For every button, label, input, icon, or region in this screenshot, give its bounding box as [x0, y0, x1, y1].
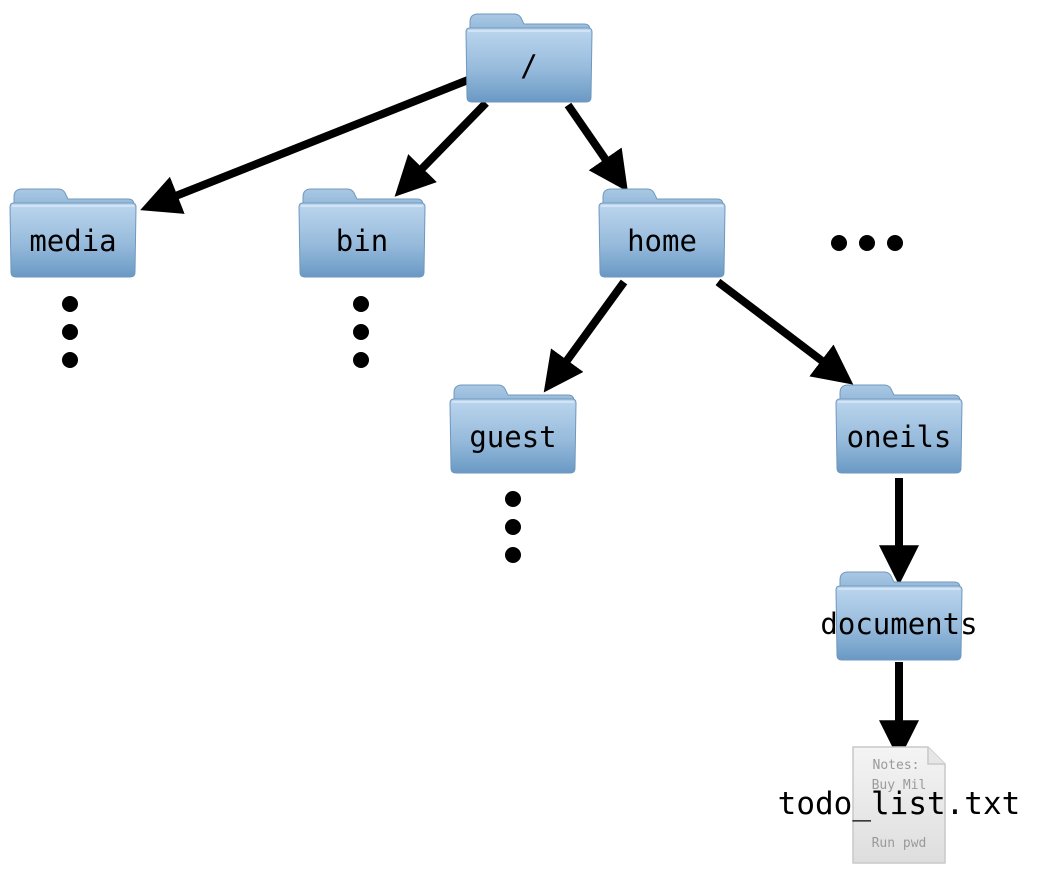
folder-guest[interactable]: guest — [448, 379, 578, 475]
arrow-root-to-home — [564, 102, 628, 192]
ellipsis-icon — [353, 296, 369, 368]
folder-media[interactable]: media — [8, 183, 138, 279]
folder-label-documents: documents — [820, 607, 978, 641]
ellipsis-icon — [62, 296, 78, 368]
folder-label-oneils: oneils — [846, 420, 952, 454]
folder-label-home: home — [627, 224, 697, 258]
file-label: todo_list.txt — [777, 786, 1021, 822]
folder-bin[interactable]: bin — [297, 183, 427, 279]
ellipsis-icon — [505, 491, 521, 563]
arrow-root-to-bin — [394, 100, 489, 197]
file-preview-line-2: Buy Mil — [871, 778, 927, 793]
file-preview-line-1: Notes: — [872, 758, 920, 773]
text-file-icon — [852, 746, 946, 864]
ellipsis-icon — [831, 235, 903, 251]
folder-label-bin: bin — [335, 224, 389, 258]
folder-oneils[interactable]: oneils — [834, 379, 964, 475]
arrow-home-to-guest — [543, 279, 628, 393]
folder-label-media: media — [29, 224, 117, 258]
file-preview-line-3: Run pwd — [871, 836, 927, 851]
arrow-home-to-oneils — [715, 278, 854, 385]
arrow-root-to-media — [140, 76, 470, 214]
folder-root[interactable]: / — [464, 8, 594, 104]
folder-label-root: / — [520, 49, 538, 83]
file-todo-list[interactable]: Notes: Buy Mil Run pwd todo_list.txt — [778, 744, 1020, 866]
folder-label-guest: guest — [469, 420, 557, 454]
folder-home[interactable]: home — [597, 183, 727, 279]
folder-documents[interactable]: documents — [820, 566, 978, 662]
